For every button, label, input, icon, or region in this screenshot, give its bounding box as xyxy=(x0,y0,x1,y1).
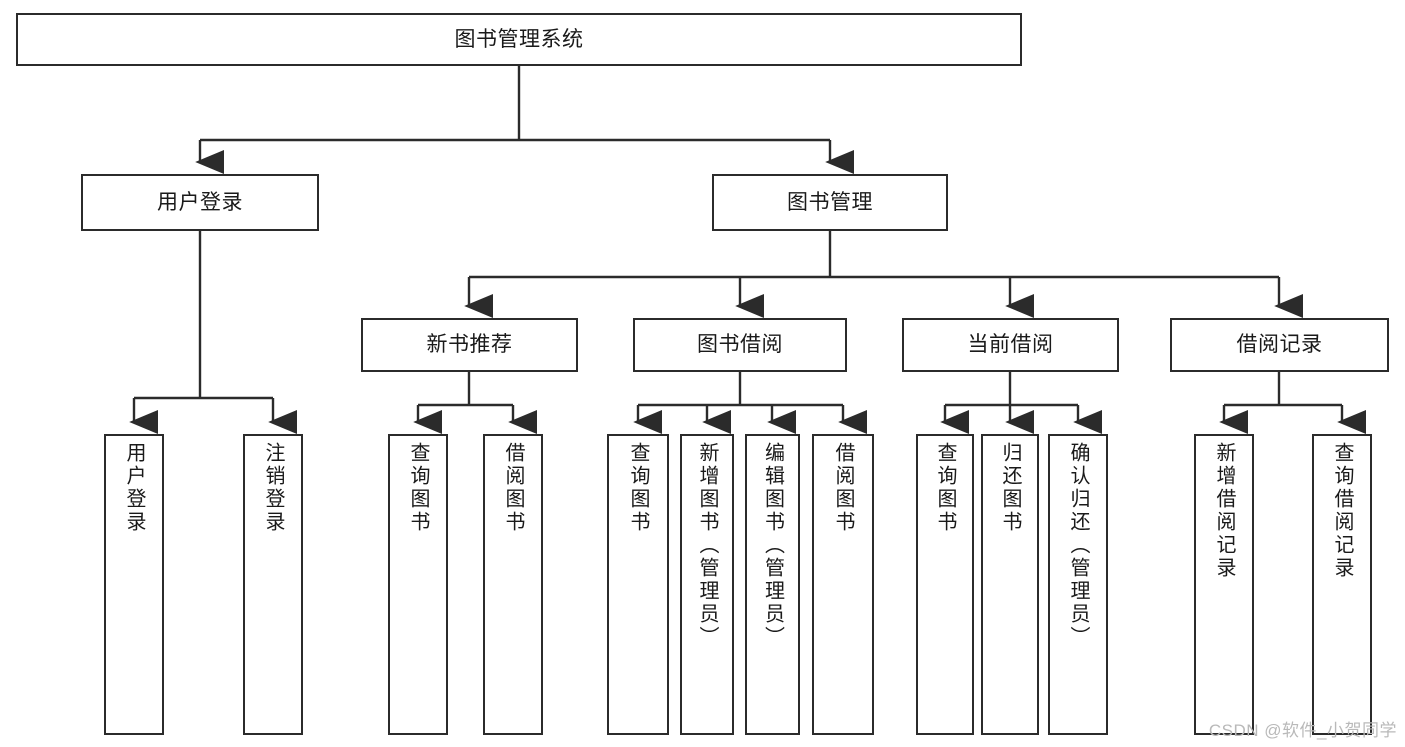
node-leaf-8-label: 查询图书 xyxy=(934,442,956,534)
node-leaf-7[interactable]: 借阅图书 xyxy=(812,434,874,735)
node-level2-1-label: 图书借阅 xyxy=(697,333,783,357)
node-leaf-1[interactable]: 注销登录 xyxy=(243,434,303,735)
node-leaf-2-label: 查询图书 xyxy=(407,442,429,534)
node-root[interactable]: 图书管理系统 xyxy=(16,13,1022,66)
node-leaf-4-label: 查询图书 xyxy=(627,442,649,534)
node-root-label: 图书管理系统 xyxy=(454,27,584,51)
node-level2-3-label: 借阅记录 xyxy=(1236,333,1323,357)
node-leaf-0[interactable]: 用户登录 xyxy=(104,434,164,735)
node-leaf-9-label: 归还图书 xyxy=(999,442,1021,534)
node-level1-0-label: 用户登录 xyxy=(157,190,243,214)
node-leaf-5[interactable]: 新增图书（管理员） xyxy=(680,434,734,735)
node-leaf-3-label: 借阅图书 xyxy=(502,442,524,534)
node-leaf-7-label: 借阅图书 xyxy=(832,442,854,534)
node-level1-1[interactable]: 图书管理 xyxy=(712,174,948,231)
node-leaf-3[interactable]: 借阅图书 xyxy=(483,434,543,735)
node-leaf-6-label: 编辑图书（管理员） xyxy=(761,442,784,649)
node-level1-0[interactable]: 用户登录 xyxy=(81,174,319,231)
node-level2-2-label: 当前借阅 xyxy=(967,333,1054,357)
node-leaf-5-label: 新增图书（管理员） xyxy=(696,442,718,649)
node-leaf-9[interactable]: 归还图书 xyxy=(981,434,1039,735)
node-leaf-2[interactable]: 查询图书 xyxy=(388,434,448,735)
node-leaf-11-label: 新增借阅记录 xyxy=(1213,442,1235,580)
node-leaf-6[interactable]: 编辑图书（管理员） xyxy=(745,434,800,735)
node-leaf-1-label: 注销登录 xyxy=(262,442,284,534)
node-level2-1[interactable]: 图书借阅 xyxy=(633,318,847,372)
watermark-text: CSDN @软件_小贺同学 xyxy=(1208,721,1397,740)
node-leaf-8[interactable]: 查询图书 xyxy=(916,434,974,735)
node-leaf-11[interactable]: 新增借阅记录 xyxy=(1194,434,1254,735)
node-leaf-10[interactable]: 确认归还（管理员） xyxy=(1048,434,1108,735)
node-leaf-12[interactable]: 查询借阅记录 xyxy=(1312,434,1372,735)
node-leaf-12-label: 查询借阅记录 xyxy=(1331,442,1353,580)
node-level2-0-label: 新书推荐 xyxy=(426,333,513,357)
node-leaf-0-label: 用户登录 xyxy=(123,442,145,534)
node-level1-1-label: 图书管理 xyxy=(787,190,873,214)
node-leaf-10-label: 确认归还（管理员） xyxy=(1067,442,1089,649)
node-level2-2[interactable]: 当前借阅 xyxy=(902,318,1119,372)
node-level2-0[interactable]: 新书推荐 xyxy=(361,318,578,372)
node-level2-3[interactable]: 借阅记录 xyxy=(1170,318,1389,372)
node-leaf-4[interactable]: 查询图书 xyxy=(607,434,669,735)
